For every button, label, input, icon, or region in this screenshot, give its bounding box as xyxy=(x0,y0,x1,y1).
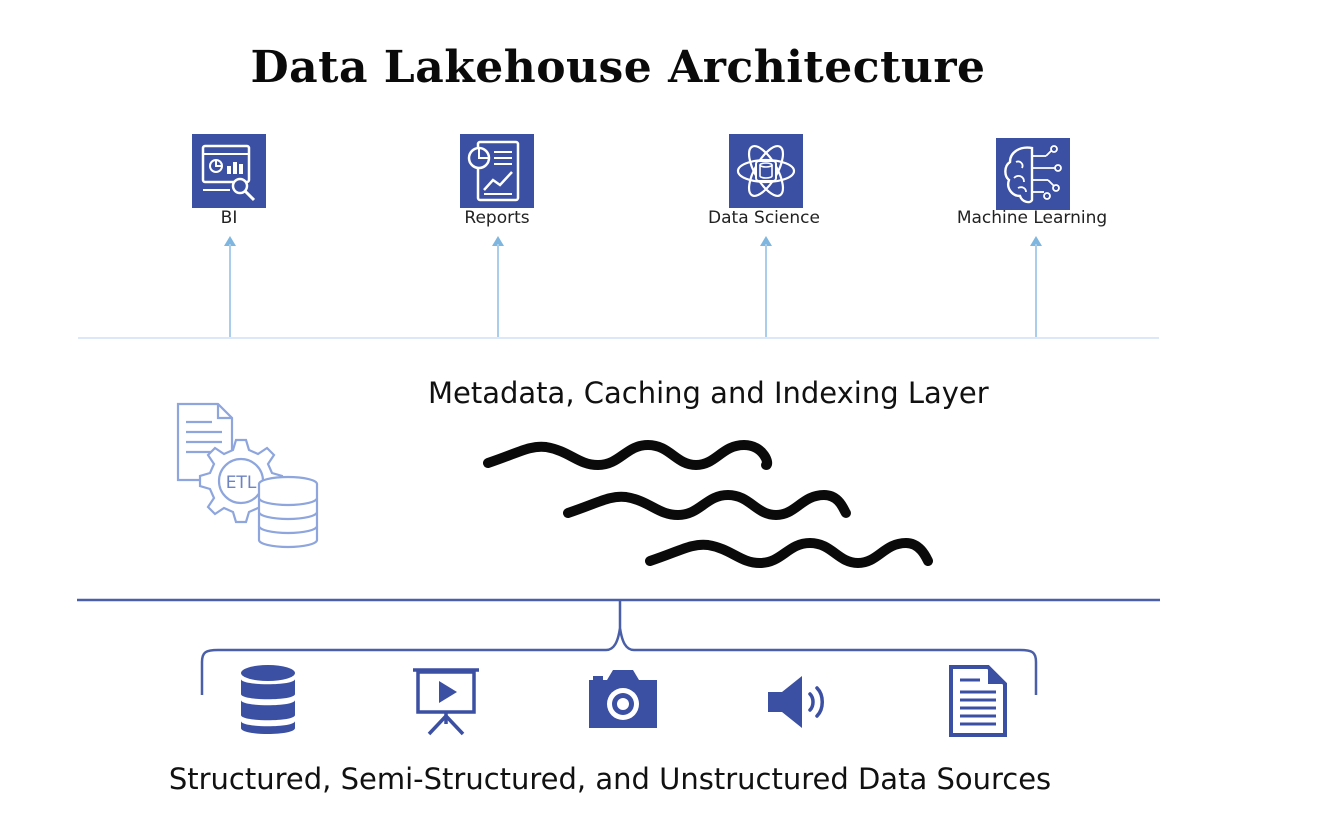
etl-gear-icon: ETL xyxy=(176,402,319,549)
presentation-icon xyxy=(413,668,479,736)
document-icon xyxy=(949,665,1007,737)
consumer-label-reports: Reports xyxy=(464,208,530,228)
consumer-label-data-science: Data Science xyxy=(708,208,820,228)
sources-label: Structured, Semi-Structured, and Unstruc… xyxy=(168,762,1052,796)
arrow-to-data-science xyxy=(760,236,772,338)
audio-speaker-icon xyxy=(768,676,824,728)
diagram-title: Data Lakehouse Architecture xyxy=(250,42,986,93)
consumer-label-machine-learning: Machine Learning xyxy=(956,208,1108,228)
machine-learning-brain-icon xyxy=(996,138,1070,210)
sources-bracket xyxy=(200,600,1038,695)
layer-title: Metadata, Caching and Indexing Layer xyxy=(428,376,989,410)
arrow-to-reports xyxy=(492,236,504,338)
arrow-to-bi xyxy=(224,236,236,338)
data-lake-waves-icon xyxy=(483,439,933,569)
etl-label: ETL xyxy=(226,473,257,493)
data-science-atom-icon xyxy=(729,134,803,208)
consumer-label-bi: BI xyxy=(220,208,238,228)
report-chart-icon xyxy=(460,134,534,208)
bi-dashboard-icon xyxy=(192,134,266,208)
metadata-layer-box xyxy=(77,337,1160,602)
camera-icon xyxy=(589,670,657,728)
arrow-to-machine-learning xyxy=(1030,236,1042,338)
database-icon xyxy=(241,665,295,734)
